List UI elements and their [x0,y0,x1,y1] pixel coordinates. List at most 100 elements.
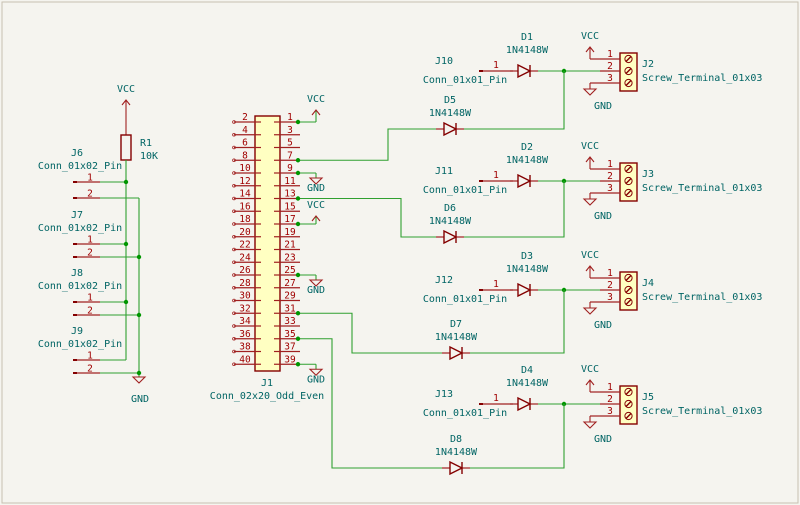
pin-number: 1 [87,351,93,362]
terminal-ref: J4 [642,278,654,289]
screw-icon [624,54,633,64]
header-pin-number: 32 [239,303,250,314]
pin-connector-value: Conn_01x01_Pin [423,75,507,86]
resistor-ref: R1 [140,138,152,149]
pin-end [232,132,236,137]
terminal-value: Screw_Terminal_01x03 [642,73,762,84]
vcc-arrow-icon [311,109,321,116]
gnd-symbol-icon [582,307,598,315]
pin-end [232,311,236,316]
pin-end [232,183,236,188]
junction-dot [123,179,129,185]
terminal-pin-number: 2 [607,171,613,182]
header-pin-number: 13 [284,189,295,200]
pin-end [232,209,236,214]
pin-number: 1 [87,293,93,304]
gnd-label: GND [131,394,149,405]
wire [470,290,565,354]
pin-number: 1 [493,279,499,290]
gnd-symbol-icon [582,88,598,96]
header-pin-number: 22 [239,240,250,251]
screw-slot [625,389,632,395]
pin-connector-ref: J10 [435,56,453,67]
vcc-arrow-icon [585,156,595,163]
pin-end [232,171,236,175]
terminal-ref: J2 [642,59,654,70]
connector-ref: J6 [71,148,83,159]
header-pin-number: 19 [284,227,296,238]
header-pin-number: 40 [239,354,251,365]
junction-dot [123,299,129,305]
header-pin-number: 7 [287,150,293,161]
junction-dot [136,254,142,260]
resistor-r1 [120,134,132,161]
pin-end [232,349,236,354]
diode-a-triangle-icon [517,63,532,79]
pin-stub [73,256,77,258]
diode-ref: D5 [444,95,456,106]
pin-end [232,324,236,328]
pin-stub [73,314,77,316]
screw-icon [624,66,633,76]
screw-icon [624,78,633,88]
pin-number: 1 [493,60,499,71]
pin-connector-value: Conn_01x01_Pin [423,408,507,419]
connector-value: Conn_01x02_Pin [38,339,122,350]
gnd-symbol-icon [308,177,324,185]
header-pin-number: 34 [239,316,251,327]
header-pin-number: 5 [287,138,293,149]
header-ref: J1 [261,378,273,389]
terminal-ref: J3 [642,169,654,180]
junction-dot [123,241,129,247]
header-pin-number: 18 [239,214,251,225]
junction-dot [295,221,301,227]
junction-dot [136,312,142,318]
gnd-label: GND [307,285,325,296]
pin-end [232,120,236,124]
wire [464,181,565,238]
pin-stub [479,180,483,182]
diode-b-triangle-icon [449,460,464,476]
pin-number: 1 [493,393,499,404]
pin-connector-value: Conn_01x01_Pin [423,294,507,305]
wire [470,404,565,469]
screw-terminal-body [619,385,638,425]
junction-dot [295,336,301,341]
junction-dot [295,196,301,201]
header-pin-number: 20 [239,227,251,238]
vcc-label: VCC [581,250,599,261]
screw-icon [624,176,633,186]
pin-connector-ref: J11 [435,166,453,177]
screw-slot [625,56,632,62]
diode-a-triangle-icon [517,396,532,412]
gnd-symbol-icon [131,376,147,384]
diode-ref: D1 [521,32,533,43]
pin-connector-ref: J12 [435,275,453,286]
header-pin-number: 11 [284,176,296,187]
terminal-value: Screw_Terminal_01x03 [642,292,762,303]
header-pin-number: 14 [239,189,251,200]
terminal-pin-number: 2 [607,280,613,291]
header-pin-number: 36 [239,329,251,340]
vcc-label: VCC [307,200,325,211]
screw-icon [624,399,633,409]
screw-icon [624,297,633,307]
gnd-label: GND [594,211,612,222]
vcc-label: VCC [307,94,325,105]
terminal-pin-number: 1 [607,382,613,393]
pin-number: 1 [493,170,499,181]
gnd-label: GND [307,183,325,194]
header-pin-number: 21 [284,240,296,251]
pin-number: 2 [87,364,93,375]
header-to-diode-wire [296,338,446,469]
pin-number: 1 [87,173,93,184]
pin-end [232,158,236,163]
screw-slot [625,299,632,305]
vcc-label: VCC [581,141,599,152]
terminal-ref: J5 [642,392,654,403]
header-pin-number: 6 [242,138,248,149]
pin-end [232,298,236,303]
screw-slot [625,401,632,407]
resistor-value: 10K [140,151,158,162]
